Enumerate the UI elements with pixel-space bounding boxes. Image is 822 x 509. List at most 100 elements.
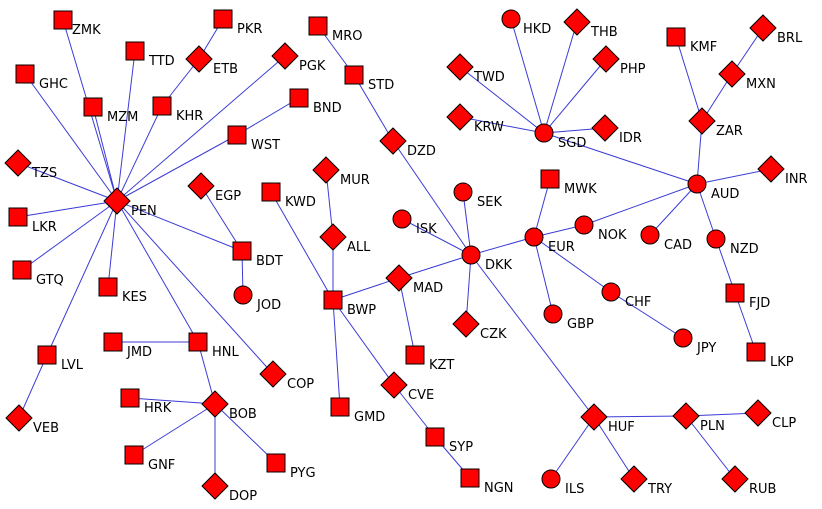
node-gtq[interactable] <box>12 260 32 280</box>
node-mxn[interactable] <box>718 60 746 88</box>
node-brl[interactable] <box>749 14 777 42</box>
node-jod[interactable] <box>233 285 253 305</box>
node-ils[interactable] <box>541 469 561 489</box>
node-khr[interactable] <box>152 96 172 116</box>
node-isk[interactable] <box>392 209 412 229</box>
node-nzd[interactable] <box>706 229 726 249</box>
node-mad[interactable] <box>385 264 413 292</box>
node-czk[interactable] <box>452 310 480 338</box>
node-kes[interactable] <box>98 277 118 297</box>
node-label-egp: EGP <box>215 189 241 204</box>
edge-bwp-cve <box>332 299 395 386</box>
node-dkk[interactable] <box>461 245 481 265</box>
node-syp[interactable] <box>425 427 445 447</box>
node-etb[interactable] <box>185 45 213 73</box>
node-hkd[interactable] <box>501 9 521 29</box>
node-nok[interactable] <box>574 215 594 235</box>
node-ngn[interactable] <box>460 468 480 488</box>
node-lkr[interactable] <box>8 207 28 227</box>
node-huf[interactable] <box>580 403 608 431</box>
node-mzm[interactable] <box>83 97 103 117</box>
node-twd[interactable] <box>446 53 474 81</box>
node-pln[interactable] <box>672 402 700 430</box>
node-label-khr: KHR <box>176 109 203 124</box>
node-idr[interactable] <box>591 114 619 142</box>
node-egp[interactable] <box>187 172 215 200</box>
node-gnf[interactable] <box>124 445 144 465</box>
node-gmd[interactable] <box>330 397 350 417</box>
node-hnl[interactable] <box>188 332 208 352</box>
node-eur[interactable] <box>524 227 544 247</box>
node-label-gnf: GNF <box>148 458 175 473</box>
node-label-dop: DOP <box>229 489 257 504</box>
node-kzt[interactable] <box>405 345 425 365</box>
node-pgk[interactable] <box>271 42 299 70</box>
node-label-clp: CLP <box>772 416 796 431</box>
node-pen[interactable] <box>103 187 131 215</box>
node-label-wst: WST <box>251 138 280 153</box>
node-pyg[interactable] <box>266 453 286 473</box>
edge-pln-rub <box>685 415 736 480</box>
node-lvl[interactable] <box>37 345 57 365</box>
node-label-brl: BRL <box>777 31 803 46</box>
node-label-mro: MRO <box>332 29 362 44</box>
node-bdt[interactable] <box>232 241 252 261</box>
node-pkr[interactable] <box>213 9 233 29</box>
node-sgd[interactable] <box>534 123 554 143</box>
node-wst[interactable] <box>227 125 247 145</box>
node-tzs[interactable] <box>4 149 32 177</box>
node-cve[interactable] <box>380 371 408 399</box>
node-bwp[interactable] <box>323 290 343 310</box>
node-sek[interactable] <box>453 182 473 202</box>
node-label-pln: PLN <box>700 419 725 434</box>
node-cop[interactable] <box>259 360 287 388</box>
node-label-all: ALL <box>347 240 371 255</box>
node-lkp[interactable] <box>746 342 766 362</box>
node-zmk[interactable] <box>53 10 73 30</box>
node-label-etb: ETB <box>213 62 238 77</box>
node-all[interactable] <box>319 223 347 251</box>
edge-aud-nzd <box>696 183 717 240</box>
node-fjd[interactable] <box>725 283 745 303</box>
node-std[interactable] <box>344 65 364 85</box>
node-aud[interactable] <box>687 174 707 194</box>
node-php[interactable] <box>592 45 620 73</box>
node-kwd[interactable] <box>261 182 281 202</box>
edge-wst-bnd <box>236 97 300 136</box>
node-jpy[interactable] <box>673 328 693 348</box>
node-kmf[interactable] <box>666 27 686 47</box>
node-label-hnl: HNL <box>212 345 240 360</box>
node-mro[interactable] <box>308 16 328 36</box>
node-chf[interactable] <box>601 282 621 302</box>
node-gbp[interactable] <box>543 304 563 324</box>
node-mur[interactable] <box>312 156 340 184</box>
node-label-jmd: JMD <box>126 345 152 360</box>
node-clp[interactable] <box>744 399 772 427</box>
edge-pen-ghc <box>24 73 118 202</box>
edge-pen-cop <box>116 200 274 375</box>
node-label-ttd: TTD <box>148 54 175 69</box>
node-dzd[interactable] <box>379 127 407 155</box>
node-bob[interactable] <box>201 390 229 418</box>
edge-bob-gnf <box>133 403 216 456</box>
node-rub[interactable] <box>721 465 749 493</box>
node-label-veb: VEB <box>33 421 59 436</box>
node-hrk[interactable] <box>120 388 140 408</box>
node-label-lvl: LVL <box>61 358 84 373</box>
node-jmd[interactable] <box>103 332 123 352</box>
node-bnd[interactable] <box>289 88 309 108</box>
node-thb[interactable] <box>563 8 591 36</box>
node-inr[interactable] <box>757 155 785 183</box>
node-label-sek: SEK <box>477 195 502 210</box>
node-ghc[interactable] <box>15 64 35 84</box>
node-zar[interactable] <box>688 107 716 135</box>
node-try[interactable] <box>620 465 648 493</box>
node-dop[interactable] <box>201 472 229 500</box>
node-label-bwp: BWP <box>347 303 376 318</box>
node-cad[interactable] <box>640 225 660 245</box>
node-ttd[interactable] <box>125 41 145 61</box>
node-mwk[interactable] <box>540 169 560 189</box>
node-krw[interactable] <box>446 103 474 131</box>
node-label-bob: BOB <box>229 407 257 422</box>
node-veb[interactable] <box>5 404 33 432</box>
